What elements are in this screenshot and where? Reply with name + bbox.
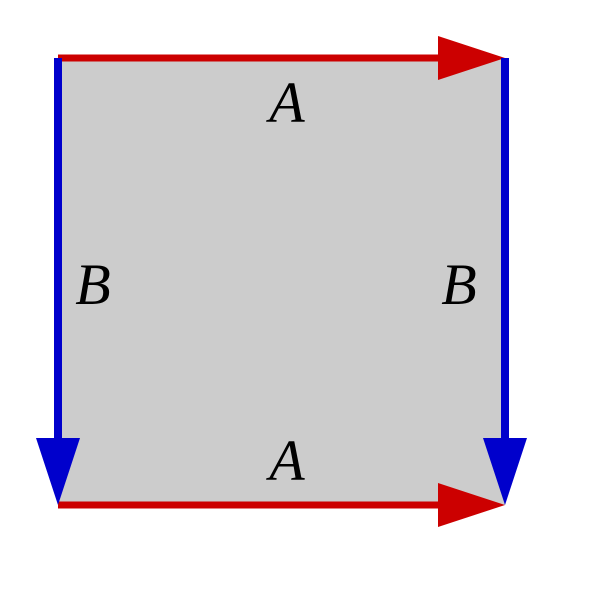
label-left-b: B	[75, 252, 110, 317]
edge-a-top-arrowhead	[438, 36, 505, 80]
label-right-b: B	[441, 252, 476, 317]
label-top-a: A	[265, 70, 305, 135]
square-region	[58, 58, 505, 505]
label-bottom-a: A	[265, 428, 305, 493]
edge-b-left-arrowhead	[36, 438, 80, 505]
edge-a-bottom-arrowhead	[438, 483, 505, 527]
edge-b-right-arrowhead	[483, 438, 527, 505]
